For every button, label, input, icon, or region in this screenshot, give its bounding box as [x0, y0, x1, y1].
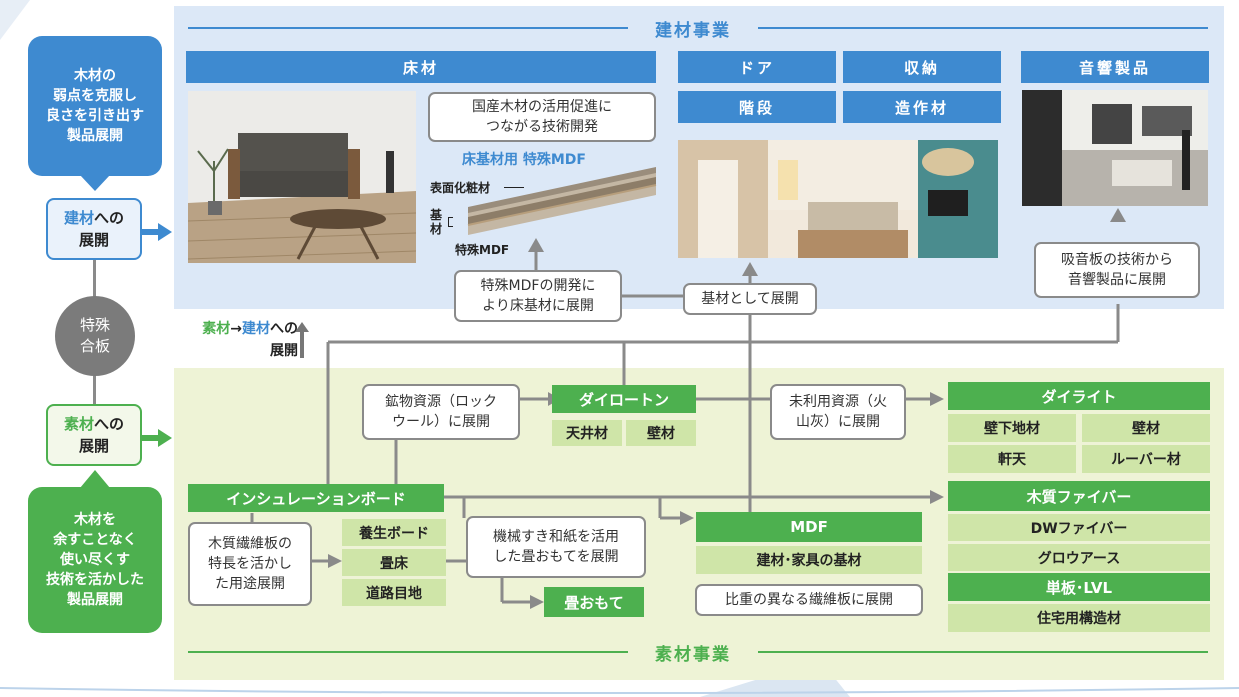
- washi-note-line: した畳おもてを展開: [493, 549, 619, 565]
- special-mdf-note-line: より床基材に展開: [482, 298, 594, 314]
- ib-item: 道路目地: [342, 579, 446, 606]
- fiber-note-line: た用途展開: [215, 576, 285, 592]
- sozai-title: 素材事業: [628, 640, 758, 665]
- fiber-note-line: 特長を活かし: [208, 556, 292, 572]
- mdf-board-illustration: [467, 167, 657, 235]
- kenzai-line2: 展開: [78, 231, 109, 249]
- special-mdf-note-line: 特殊MDFの開発に: [480, 278, 596, 294]
- tokushu-circle: 特殊 合板: [55, 296, 135, 376]
- base-note: 基材として展開: [683, 283, 817, 315]
- dailite-item: 壁材: [1082, 414, 1210, 442]
- bottom-callout-pointer: [80, 470, 110, 488]
- mineral-note-line: 鉱物資源（ロック: [385, 394, 497, 410]
- top-callout-pointer: [80, 175, 110, 191]
- dailite-item: 壁下地材: [948, 414, 1076, 442]
- kenzai-arrow: [142, 223, 172, 241]
- bottom-callout-line: 木材を: [74, 512, 116, 528]
- bottom-callout-line: 製品展開: [67, 592, 123, 608]
- washi-note-line: 機械すき和紙を活用: [493, 529, 619, 545]
- sozai-accent: 素材: [63, 415, 94, 433]
- top-callout-line: 良さを引き出す: [46, 108, 144, 124]
- sozai-to-kenzai-label: 素材→建材への 展開: [158, 318, 298, 362]
- unused-note: 未利用資源（火 山灰）に展開: [770, 384, 906, 440]
- dailite-header: ダイライト: [948, 382, 1210, 410]
- dailite-item: 軒天: [948, 445, 1076, 473]
- sozai-line2: 展開: [78, 437, 109, 455]
- stairs-header: 階段: [678, 91, 836, 123]
- top-callout: 木材の 弱点を克服し 良さを引き出す 製品展開: [28, 36, 162, 176]
- fiber-note-line: 木質繊維板の: [208, 536, 292, 552]
- floor-photo: [188, 91, 416, 263]
- sozai-expansion-box: 素材への 展開: [46, 404, 142, 466]
- kenzai-expansion-box: 建材への 展開: [46, 198, 142, 260]
- acoustic-note-line: 吸音板の技術から: [1061, 252, 1173, 268]
- label-surface-line: [504, 187, 524, 188]
- unused-note-line: 山灰）に展開: [796, 414, 880, 430]
- acoustic-photo: [1022, 90, 1208, 206]
- tech-note: 国産木材の活用促進に つながる技術開発: [428, 92, 656, 142]
- acoustic-note: 吸音板の技術から 音響製品に展開: [1034, 242, 1200, 298]
- label-base-bracket: [448, 217, 453, 227]
- density-note: 比重の異なる繊維板に展開: [695, 584, 923, 616]
- special-mdf-note: 特殊MDFの開発に より床基材に展開: [454, 270, 622, 322]
- dairoton-header: ダイロートン: [552, 385, 696, 413]
- wood-fiber-item: DWファイバー: [948, 514, 1210, 541]
- lvl-header: 単板･LVL: [948, 573, 1210, 601]
- dailite-item: ルーバー材: [1082, 445, 1210, 473]
- lvl-item: 住宅用構造材: [948, 604, 1210, 632]
- fiber-note: 木質繊維板の 特長を活かし た用途展開: [188, 522, 312, 606]
- kenzai-title: 建材事業: [628, 16, 758, 41]
- sozai-arrow: [142, 429, 172, 447]
- top-callout-line: 木材の: [74, 68, 116, 84]
- label-base: 基材: [430, 208, 443, 236]
- unused-note-line: 未利用資源（火: [789, 394, 887, 410]
- insulation-board-header: インシュレーションボード: [188, 484, 444, 512]
- mdf-title: 床基材用 特殊MDF: [462, 152, 586, 168]
- ib-item: 畳床: [342, 549, 446, 576]
- wood-fiber-item: グロウアース: [948, 544, 1210, 571]
- label-accent-kenzai: 建材: [242, 321, 270, 337]
- label-arrow: →: [230, 321, 242, 337]
- tech-note-line: つながる技術開発: [486, 119, 598, 135]
- bottom-callout: 木材を 余すことなく 使い尽くす 技術を活かした 製品展開: [28, 487, 162, 633]
- sozai-rest: への: [94, 415, 125, 433]
- mdf-sub: 建材･家具の基材: [696, 546, 922, 574]
- tokushu-line: 合板: [79, 337, 110, 355]
- bottom-callout-line: 余すことなく: [53, 532, 137, 548]
- up-arrow-icon: [295, 322, 309, 358]
- door-header: ドア: [678, 51, 836, 83]
- label-accent-sozai: 素材: [202, 321, 231, 337]
- kenzai-accent: 建材: [63, 209, 94, 227]
- label-special-mdf: 特殊MDF: [455, 243, 510, 257]
- acoustic-note-line: 音響製品に展開: [1068, 272, 1166, 288]
- acoustic-header: 音響製品: [1021, 51, 1209, 83]
- ceiling-cell: 天井材: [552, 420, 622, 446]
- tatami-omote-box: 畳おもて: [544, 587, 644, 617]
- washi-note: 機械すき和紙を活用 した畳おもてを展開: [466, 516, 646, 578]
- door-photo: [678, 140, 998, 258]
- tech-note-line: 国産木材の活用促進に: [472, 99, 612, 115]
- mdf-header: MDF: [696, 512, 922, 542]
- wood-fiber-header: 木質ファイバー: [948, 481, 1210, 511]
- tokushu-line: 特殊: [79, 316, 110, 334]
- mineral-note-line: ウール）に展開: [392, 414, 490, 430]
- top-callout-line: 弱点を克服し: [53, 88, 137, 104]
- ib-item: 養生ボード: [342, 519, 446, 546]
- kenzai-rest: への: [94, 209, 125, 227]
- bottom-callout-line: 使い尽くす: [60, 552, 130, 568]
- top-callout-line: 製品展開: [67, 128, 123, 144]
- storage-header: 収納: [843, 51, 1001, 83]
- label-line2: 展開: [270, 343, 298, 359]
- wall-cell: 壁材: [626, 420, 696, 446]
- label-rest: への: [270, 321, 298, 337]
- floor-header: 床材: [186, 51, 656, 83]
- fixtures-header: 造作材: [843, 91, 1001, 123]
- label-surface: 表面化粧材: [430, 181, 491, 195]
- bottom-callout-line: 技術を活かした: [46, 572, 144, 588]
- mineral-note: 鉱物資源（ロック ウール）に展開: [362, 384, 520, 440]
